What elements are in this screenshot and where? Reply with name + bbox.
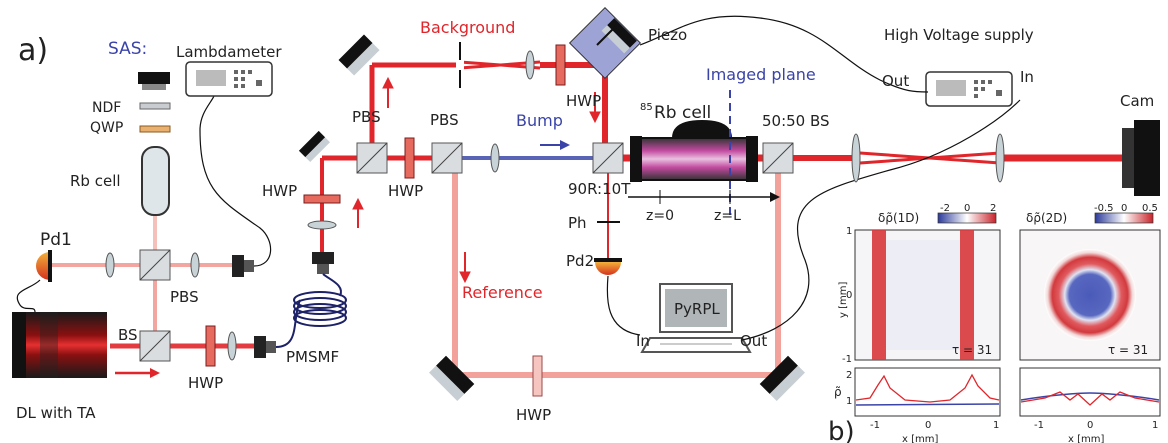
z0-label: z=0 bbox=[646, 208, 674, 224]
pd1-label: Pd1 bbox=[40, 230, 72, 250]
lens-icon bbox=[851, 133, 861, 183]
pbs2-label: PBS bbox=[430, 111, 459, 129]
lambdameter-icon bbox=[185, 61, 273, 97]
hwp-dl-label: HWP bbox=[188, 374, 223, 392]
inset-panel-b bbox=[854, 212, 1161, 417]
bump-label: Bump bbox=[516, 111, 563, 130]
rb-cell-label: Rb cell bbox=[70, 172, 121, 190]
direction-arrows bbox=[352, 76, 601, 284]
hv-in-label: In bbox=[1020, 68, 1034, 86]
xtick: 0 bbox=[925, 420, 931, 431]
inset-ytick: -1 bbox=[842, 354, 852, 365]
cbar-right-tick: 0 bbox=[1121, 203, 1127, 214]
hwp-bottom-icon bbox=[532, 355, 543, 397]
reference-label: Reference bbox=[462, 283, 543, 302]
xtick: -1 bbox=[1034, 420, 1044, 431]
rb85-sup: 85 bbox=[640, 102, 653, 113]
cbar-right-tick: -0.5 bbox=[1094, 203, 1114, 214]
lambdameter-label: Lambdameter bbox=[176, 43, 282, 61]
pyrpl-out-label: Out bbox=[740, 332, 767, 350]
sas-column bbox=[138, 72, 171, 216]
tau-left: τ = 31 bbox=[952, 343, 992, 357]
pyrpl-computer-icon bbox=[640, 283, 752, 353]
lens-icon bbox=[995, 133, 1005, 183]
pmsmf-fiber-coil bbox=[275, 273, 347, 348]
xtick: 1 bbox=[1152, 420, 1158, 431]
hwp-fiber-label: HWP bbox=[262, 182, 297, 200]
hwp-top-label: HWP bbox=[566, 92, 601, 110]
hwp-bottom-label: HWP bbox=[516, 406, 551, 424]
xtick: 1 bbox=[993, 420, 999, 431]
hwp-mid-label: HWP bbox=[388, 182, 423, 200]
cbar-right-tick: 0.5 bbox=[1142, 203, 1158, 214]
xtick: 0 bbox=[1087, 420, 1093, 431]
hwp-dl-icon bbox=[205, 325, 237, 367]
inset-xlabel: x [mm] bbox=[902, 434, 938, 443]
photodiode-pd2-icon bbox=[594, 258, 622, 275]
rho-tick: 1 bbox=[846, 396, 852, 407]
pyrpl-in-label: In bbox=[636, 332, 650, 350]
bs-5050 bbox=[762, 142, 794, 174]
rb85-label: Rb cell bbox=[654, 103, 711, 123]
hv-label: High Voltage supply bbox=[884, 26, 1034, 44]
lens-icon bbox=[105, 252, 200, 278]
beam-splitter-bs bbox=[139, 330, 171, 362]
hwp-fiber-icon bbox=[303, 194, 341, 230]
direction-arrow-dl bbox=[115, 368, 160, 378]
inset-ytick: 1 bbox=[846, 226, 852, 237]
sas-label: SAS: bbox=[108, 39, 147, 59]
bs-label: BS bbox=[118, 326, 138, 344]
piezo-label: Piezo bbox=[648, 26, 687, 44]
xtick: -1 bbox=[870, 420, 880, 431]
bs-9010 bbox=[592, 142, 624, 174]
pbs-sas bbox=[139, 249, 171, 281]
camera-icon bbox=[1122, 120, 1160, 196]
pd2-label: Pd2 bbox=[566, 252, 594, 270]
fiber-coupler-icon bbox=[232, 252, 334, 358]
cam-label: Cam bbox=[1120, 92, 1154, 110]
inset-xlabel: x [mm] bbox=[1068, 434, 1104, 443]
ph-label: Ph bbox=[568, 214, 587, 232]
inset-right-title: δρ̃(2D) bbox=[1026, 211, 1067, 225]
cbar-left-tick: 2 bbox=[990, 203, 996, 214]
rho-tick: 2 bbox=[846, 370, 852, 381]
diode-laser bbox=[12, 312, 107, 378]
background-label: Background bbox=[420, 18, 515, 37]
pbs-sas-label: PBS bbox=[170, 288, 199, 306]
hv-supply-icon bbox=[925, 71, 1013, 107]
pbs1-label: PBS bbox=[352, 108, 381, 126]
pbs-1 bbox=[356, 142, 388, 174]
bs-9010-label: 90R:10T bbox=[568, 180, 631, 198]
panel-a-label: a) bbox=[18, 33, 48, 68]
imaged-plane-label: Imaged plane bbox=[706, 65, 816, 84]
rb85-cell bbox=[630, 120, 758, 182]
inset-left-title: δρ̃(1D) bbox=[878, 211, 919, 225]
pmsmf-label: PMSMF bbox=[286, 348, 339, 366]
rho-label: ρ̃ bbox=[834, 385, 842, 399]
dl-label: DL with TA bbox=[16, 404, 96, 422]
lens-icon bbox=[490, 143, 500, 173]
background-pinhole bbox=[456, 42, 566, 88]
hwp-mid-icon bbox=[404, 137, 415, 179]
ndf-label: NDF bbox=[92, 100, 121, 116]
pyrpl-label: PyRPL bbox=[674, 300, 720, 318]
cbar-left-tick: -2 bbox=[940, 203, 950, 214]
mirror-icon bbox=[298, 34, 805, 401]
cbar-left-tick: 0 bbox=[964, 203, 970, 214]
qwp-label: QWP bbox=[90, 120, 123, 136]
inset-ylabel: y [mm] bbox=[838, 282, 849, 318]
bump-arrow bbox=[540, 140, 570, 150]
zl-label: z=L bbox=[714, 208, 741, 224]
pbs-2 bbox=[431, 142, 463, 174]
piezo-mirror bbox=[568, 6, 642, 80]
hv-out-label: Out bbox=[882, 72, 909, 90]
inset-ytick: 0 bbox=[846, 290, 852, 301]
photodiode-pd1-icon bbox=[36, 250, 52, 282]
panel-b-label: b) bbox=[828, 417, 855, 443]
z-axis bbox=[628, 190, 780, 204]
tau-right: τ = 31 bbox=[1108, 343, 1148, 357]
bs-5050-label: 50:50 BS bbox=[762, 112, 830, 130]
